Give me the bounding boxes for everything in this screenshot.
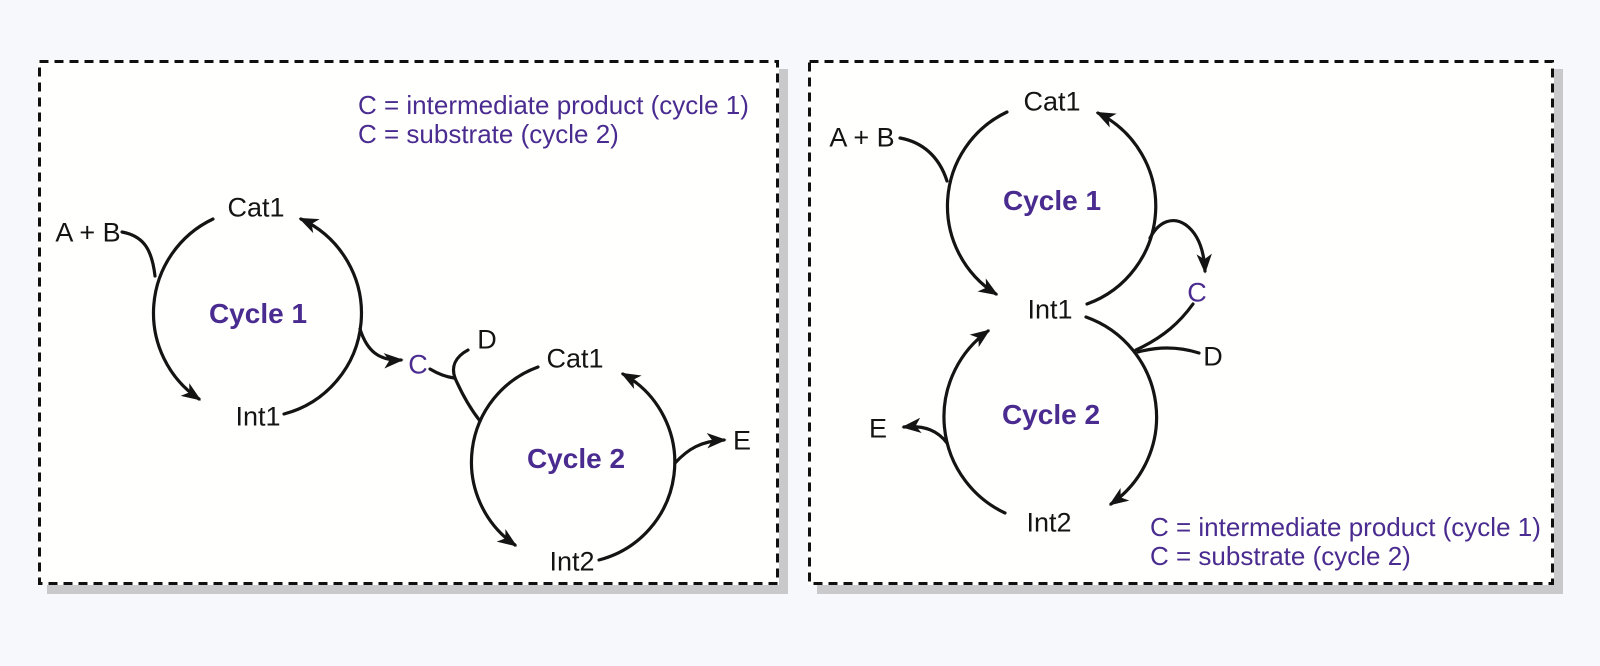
product-e-label: E <box>732 425 752 456</box>
c-to-cycle2-feed <box>1134 302 1195 352</box>
legend-line-2: C = substrate (cycle 2) <box>1150 541 1411 571</box>
cycle1-intermediate-label: Int1 <box>1027 294 1073 325</box>
substrates-label: A + B <box>55 217 121 248</box>
left-panel-arrows-svg <box>38 60 779 585</box>
cycle2-product-branch <box>673 433 727 465</box>
cycle1-title: Cycle 1 <box>1002 185 1102 216</box>
cycle2-feed-merge <box>453 376 482 423</box>
cycle2-catalyst-label: Cat1 <box>546 343 604 374</box>
cycle1-catalyst-label: Cat1 <box>227 192 285 223</box>
legend-line-2: C = substrate (cycle 2) <box>358 119 619 149</box>
cycle1-product-branch <box>1148 219 1212 274</box>
cycle1-catalyst-label: Cat1 <box>1023 86 1081 117</box>
cycle1-left-arc <box>151 217 215 401</box>
substrates-label: A + B <box>829 122 895 153</box>
cycle1-product-branch <box>358 327 404 369</box>
cycle1-title: Cycle 1 <box>208 298 308 329</box>
d-to-cycle2-feed <box>1136 346 1201 355</box>
product-e-label: E <box>868 413 888 444</box>
cycle2-product-branch <box>901 417 949 445</box>
cycle2-title: Cycle 2 <box>1001 399 1101 430</box>
cycle1-left-arc <box>945 110 1009 296</box>
left-panel-legend: C = intermediate product (cycle 1) C = s… <box>358 91 749 149</box>
cycle2-title: Cycle 2 <box>526 443 626 474</box>
cycle1-substrate-feed <box>120 230 157 278</box>
cycle1-intermediate-label: Int1 <box>235 401 281 432</box>
right-panel-arrows-svg <box>808 60 1554 585</box>
legend-line-1: C = intermediate product (cycle 1) <box>358 90 749 120</box>
cycle1-substrate-feed <box>898 136 949 183</box>
panel-right-dashed-border <box>808 60 1554 585</box>
panel-left-dashed-border <box>38 60 779 585</box>
c-to-cycle2-feed <box>428 367 456 380</box>
panel-right: Cat1 A + B Cycle 1 Int1 C D Cycle 2 Int2… <box>808 60 1554 585</box>
cycle1-right-arc <box>1085 111 1158 306</box>
product-c-label: C <box>408 349 428 380</box>
product-c-label: C <box>1187 277 1207 308</box>
panel-left: C = intermediate product (cycle 1) C = s… <box>38 60 779 585</box>
cycle2-right-arc <box>1084 315 1159 506</box>
cycle2-right-arc <box>597 372 677 562</box>
substrate-d-label: D <box>1203 341 1223 372</box>
cycle2-intermediate-label: Int2 <box>549 546 595 577</box>
right-panel-legend: C = intermediate product (cycle 1) C = s… <box>1150 513 1541 571</box>
cycle2-intermediate-label: Int2 <box>1026 507 1072 538</box>
legend-line-1: C = intermediate product (cycle 1) <box>1150 512 1541 542</box>
cycle2-left-arc <box>469 365 540 547</box>
d-to-cycle2-feed <box>451 348 470 380</box>
cycle1-right-arc <box>282 217 364 416</box>
substrate-d-label: D <box>477 324 497 355</box>
cycle2-left-arc <box>942 329 1007 515</box>
